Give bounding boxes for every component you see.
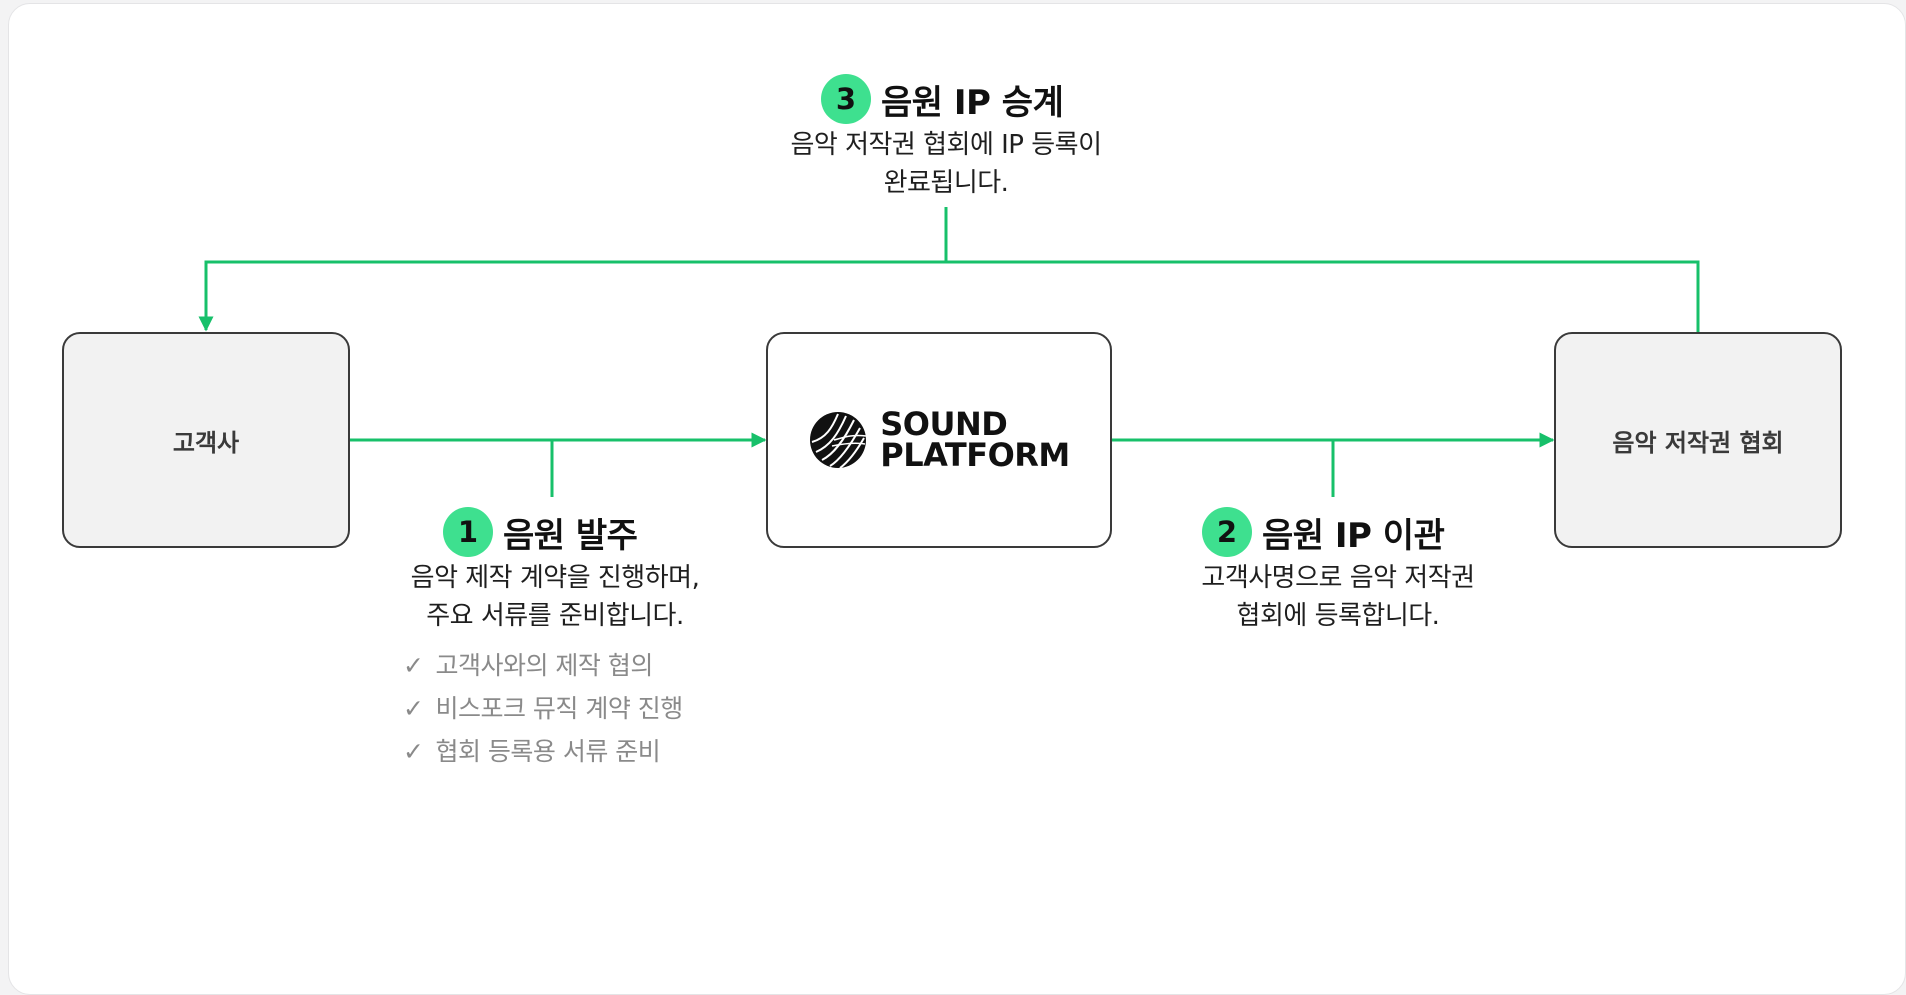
step1-heading: 1 음원 발주 bbox=[443, 507, 638, 557]
logo-text-line1: SOUND bbox=[880, 405, 1008, 443]
checklist-item: ✓ 협회 등록용 서류 준비 bbox=[403, 730, 683, 773]
step1-desc-line2: 주요 서류를 준비합니다. bbox=[426, 601, 684, 631]
step2-number-badge: 2 bbox=[1202, 507, 1252, 557]
step3-title: 음원 IP 승계 bbox=[881, 82, 1064, 123]
step3-desc-line2: 완료됩니다. bbox=[883, 168, 1009, 198]
diagram-canvas: 고객사 SOUND PLATFORM 음악 저작권 협회 3 음 bbox=[8, 3, 1906, 995]
checklist-item: ✓ 비스포크 뮤직 계약 진행 bbox=[403, 687, 683, 730]
arrow-association-to-client bbox=[198, 260, 1700, 333]
checklist-item-label: 협회 등록용 서류 준비 bbox=[435, 737, 661, 766]
checklist-item: ✓ 고객사와의 제작 협의 bbox=[403, 644, 683, 687]
sound-platform-logo-icon bbox=[810, 412, 867, 469]
step1-title: 음원 발주 bbox=[503, 515, 638, 556]
step1-description: 음악 제작 계약을 진행하며, 주요 서류를 준비합니다. bbox=[355, 559, 755, 635]
flow-connectors bbox=[198, 207, 1700, 497]
association-box: 음악 저작권 협회 bbox=[1554, 332, 1842, 548]
logo-text-line2: PLATFORM bbox=[880, 436, 1070, 474]
client-label: 고객사 bbox=[172, 428, 240, 457]
step3-desc-line1: 음악 저작권 협회에 IP 등록이 bbox=[790, 130, 1102, 160]
association-label: 음악 저작권 협회 bbox=[1612, 428, 1784, 457]
step2-title: 음원 IP 이관 bbox=[1262, 515, 1445, 556]
platform-box: SOUND PLATFORM bbox=[766, 332, 1112, 548]
step2-description: 고객사명으로 음악 저작권 협회에 등록합니다. bbox=[1138, 559, 1538, 635]
step1-desc-line1: 음악 제작 계약을 진행하며, bbox=[410, 563, 700, 593]
checklist-item-label: 비스포크 뮤직 계약 진행 bbox=[435, 694, 683, 723]
check-icon: ✓ bbox=[403, 737, 424, 766]
step2-heading: 2 음원 IP 이관 bbox=[1202, 507, 1445, 557]
client-box: 고객사 bbox=[62, 332, 350, 548]
step1-number-badge: 1 bbox=[443, 507, 493, 557]
check-icon: ✓ bbox=[403, 651, 424, 680]
step3-heading: 3 음원 IP 승계 bbox=[821, 74, 1064, 124]
checklist-item-label: 고객사와의 제작 협의 bbox=[435, 651, 653, 680]
step3-number-badge: 3 bbox=[821, 74, 871, 124]
step3-description: 음악 저작권 협회에 IP 등록이 완료됩니다. bbox=[746, 126, 1146, 202]
sound-platform-logo: SOUND PLATFORM bbox=[808, 405, 1070, 474]
step2-desc-line2: 협회에 등록합니다. bbox=[1236, 601, 1440, 631]
check-icon: ✓ bbox=[403, 694, 424, 723]
step2-desc-line1: 고객사명으로 음악 저작권 bbox=[1201, 563, 1475, 593]
step1-checklist: ✓ 고객사와의 제작 협의 ✓ 비스포크 뮤직 계약 진행 ✓ 협회 등록용 서… bbox=[403, 644, 683, 773]
